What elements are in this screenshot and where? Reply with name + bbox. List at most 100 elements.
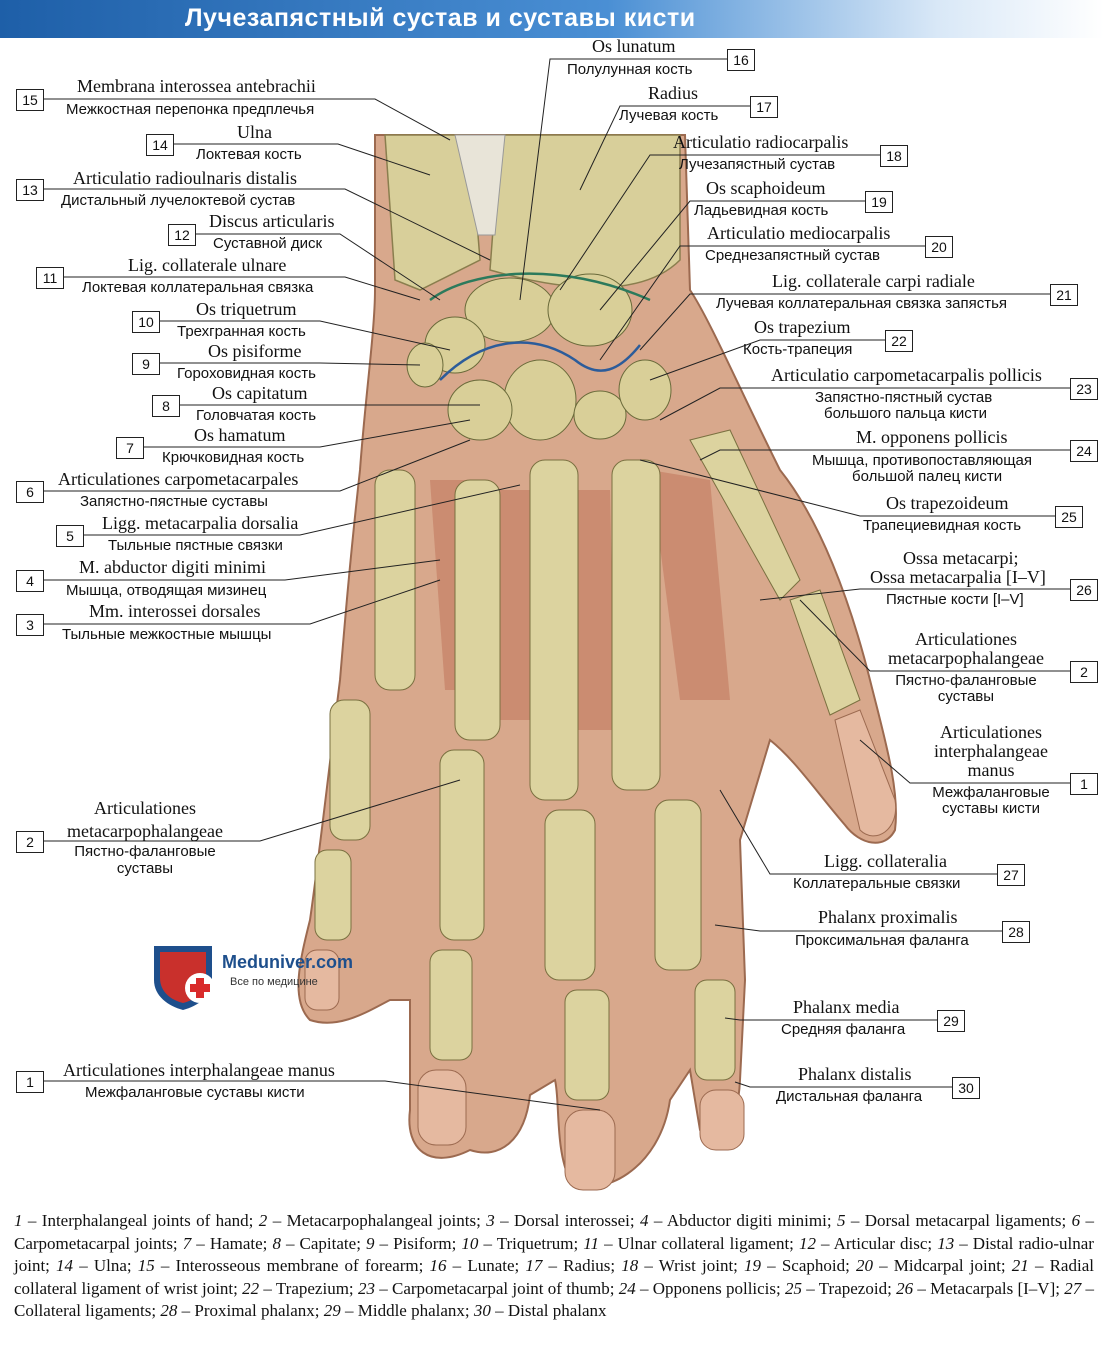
caption-number: 2 (258, 1211, 268, 1230)
caption-text: – Dorsal metacarpal ligaments; (845, 1211, 1072, 1230)
label-latin-3: Mm. interossei dorsales (89, 601, 261, 621)
caption-number: 18 (621, 1256, 639, 1275)
caption-number: 26 (896, 1278, 914, 1298)
radiocarpal-joint-line (429, 272, 651, 302)
caption-entry: 23 – Carpometacarpal joint of thumb; (358, 1279, 619, 1298)
label-russian-6: Запястно-пястные суставы (80, 493, 268, 510)
caption-entry: 26 – Metacarpals [I–V]; (896, 1279, 1064, 1298)
caption-number: 20 (855, 1256, 873, 1275)
label-latin-29: Phalanx media (793, 997, 900, 1017)
label-russian-20: Среднезапястный сустав (705, 247, 881, 264)
label-russian-13: Дистальный лучелоктевой сустав (61, 192, 296, 209)
caption-number: 9 (365, 1233, 375, 1253)
label-number-1-right: 1 (1070, 773, 1098, 795)
label-latin-28: Phalanx proximalis (818, 907, 958, 927)
caption-text: – Radius; (542, 1256, 622, 1275)
label-russian-27: Коллатеральные связки (793, 875, 961, 892)
interosseous-muscle-4 (650, 470, 730, 700)
label-latin-13: Articulatio radioulnaris distalis (73, 168, 297, 188)
label-russian-23b: большого пальца кисти (824, 405, 988, 422)
finger2-distal (699, 1089, 745, 1151)
caption-text: – Radial collateral ligament of wrist jo… (14, 1256, 1094, 1298)
label-latin-30: Phalanx distalis (798, 1064, 912, 1084)
metacarpal-5 (374, 469, 416, 691)
finger2-middle (694, 979, 736, 1081)
label-russian-25: Трапециевидная кость (863, 517, 1022, 534)
label-number-18: 18 (880, 145, 908, 167)
caption-entry: 14 – Ulna; (56, 1256, 138, 1275)
caption-number: 4 (639, 1211, 649, 1230)
label-number-28: 28 (1002, 921, 1030, 943)
label-latin-18: Articulatio radiocarpalis (673, 132, 849, 152)
caption-text: – Abductor digiti minimi; (648, 1211, 837, 1230)
label-number-14: 14 (146, 134, 174, 156)
caption-number: 17 (525, 1256, 543, 1275)
label-number-21: 21 (1050, 284, 1078, 306)
label-russian-8: Головчатая кость (196, 407, 317, 424)
caption-entry: 28 – Proximal phalanx; (160, 1301, 323, 1320)
caption-text: – Proximal phalanx; (177, 1301, 324, 1320)
label-number-25: 25 (1055, 506, 1083, 528)
caption-number: 27 (1064, 1278, 1082, 1298)
label-number-6: 6 (16, 481, 44, 503)
label-latin-2-left-text: Articulationes metacarpophalangeae (67, 798, 223, 841)
finger4-middle (429, 949, 473, 1061)
label-latin-17: Radius (648, 83, 699, 103)
label-russian-24b: большой палец кисти (852, 468, 1003, 485)
caption-number: 6 (1071, 1211, 1081, 1230)
label-russian-1-right-text: Межфаланговые суставы кисти (932, 784, 1050, 817)
caption-text: – Dorsal interossei; (494, 1211, 640, 1230)
logo-name[interactable]: Meduniver.com (222, 952, 354, 972)
caption-text: – Metacarpals [I–V]; (913, 1278, 1065, 1298)
caption-number: 19 (744, 1256, 762, 1275)
caption-entry: 29 – Middle phalanx; (324, 1301, 474, 1320)
caption-number: 16 (429, 1256, 447, 1275)
caption-entry: 27 – Collateral ligaments; (14, 1279, 1094, 1321)
label-number-19: 19 (865, 191, 893, 213)
label-latin-23: Articulatio carpometacarpalis pollicis (771, 365, 1042, 385)
caption-number: 30 (473, 1301, 491, 1320)
capitate-bone (503, 359, 577, 441)
label-number-4: 4 (16, 570, 44, 592)
radius-bone (489, 134, 681, 289)
caption-number: 3 (486, 1211, 495, 1230)
caption-entry: 15 – Interosseous membrane of forearm; (138, 1256, 430, 1275)
caption-entry: 17 – Radius; (525, 1256, 621, 1275)
label-number-29: 29 (937, 1010, 965, 1032)
finger2-proximal (654, 799, 702, 971)
label-russian-26: Пястные кости [I–V] (886, 591, 1024, 608)
caption-number: 21 (1011, 1256, 1029, 1275)
caption-text: – Hamate; (191, 1233, 273, 1253)
label-number-5: 5 (56, 525, 84, 547)
caption-number: 8 (272, 1233, 281, 1253)
label-russian-2-right: Пястно-фаланговые суставы (876, 673, 1056, 705)
caption-number: 29 (323, 1301, 341, 1320)
label-latin-14: Ulna (237, 122, 272, 142)
label-number-12: 12 (168, 224, 196, 246)
caption-text: – Triquetrum; (478, 1233, 584, 1253)
label-number-11: 11 (36, 267, 64, 289)
label-number-1-left: 1 (16, 1071, 44, 1093)
label-russian-1-left: Межфаланговые суставы кисти (85, 1084, 305, 1101)
label-number-2-right: 2 (1070, 661, 1098, 683)
label-russian-14: Локтевая кость (196, 146, 302, 163)
caption-number: 13 (937, 1233, 955, 1253)
metacarpal-4 (454, 479, 501, 741)
caption-text: – Interphalangeal joints of hand; (22, 1211, 259, 1230)
label-russian-9: Гороховидная кость (177, 365, 316, 382)
label-russian-19: Ладьевидная кость (694, 202, 829, 219)
caption-entry: 10 – Triquetrum; (461, 1234, 583, 1253)
label-russian-5: Тыльные пястные связки (108, 537, 283, 554)
caption-number: 10 (461, 1233, 479, 1253)
caption-entry: 11 – Ulnar collateral ligament; (583, 1234, 799, 1253)
label-number-17: 17 (750, 96, 778, 118)
caption-text: – Metacarpophalangeal joints; (267, 1211, 487, 1230)
caption-number: 12 (798, 1233, 816, 1253)
metacarpal-2 (611, 459, 661, 791)
label-russian-23a: Запястно-пястный сустав (815, 389, 993, 406)
label-number-30: 30 (952, 1077, 980, 1099)
label-number-7: 7 (116, 437, 144, 459)
caption-entry: 12 – Articular disc; (799, 1234, 937, 1253)
caption-entry: 8 – Capitate; (272, 1234, 366, 1253)
label-number-10: 10 (132, 311, 160, 333)
